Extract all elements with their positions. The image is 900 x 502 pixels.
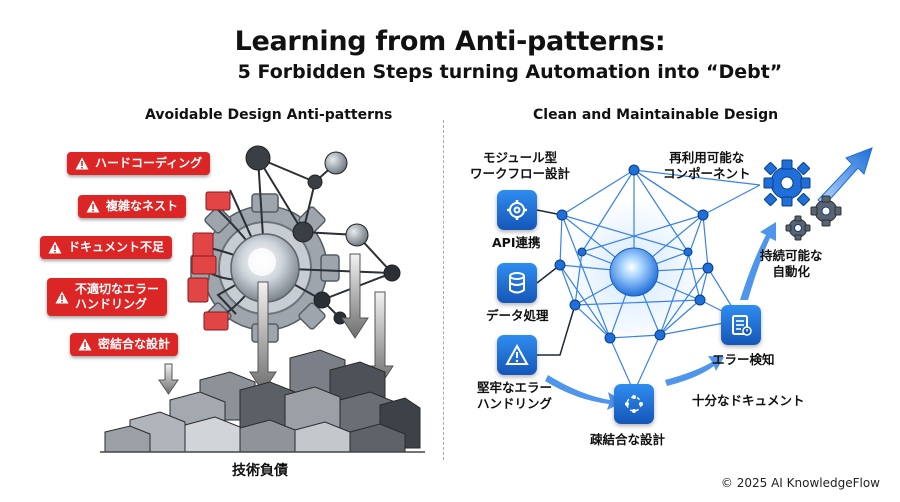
down-arrows [158, 253, 394, 395]
copyright-notice: © 2025 AI KnowledgeFlow [720, 476, 880, 490]
warning-label: 不適切なエラー ハンドリング [75, 282, 160, 311]
warning-complex-nesting: 複雑なネスト [78, 195, 187, 218]
warning-label: 密結合な設計 [98, 337, 171, 351]
warning-hardcoding: ハードコーディング [67, 152, 211, 175]
network-connections [559, 169, 761, 393]
loose-coupling-icon [614, 384, 654, 424]
network-nodes [554, 164, 714, 344]
warning-icon [75, 157, 89, 170]
documentation-label: 十分なドキュメント [692, 393, 805, 408]
technical-debt-blocks [104, 349, 421, 453]
robust-error-handling-label: 堅牢なエラー ハンドリング [477, 380, 553, 412]
warning-icon [78, 338, 92, 351]
warning-tight-coupling: 密結合な設計 [70, 333, 179, 356]
loose-coupling-label: 疎結合な設計 [590, 432, 666, 447]
reusable-components-label: 再利用可能な コンポーネント [663, 150, 751, 182]
warning-label: ハードコーディング [95, 156, 203, 170]
warning-missing-docs: ドキュメント不足 [40, 236, 173, 259]
technical-debt-label: 技術負債 [232, 463, 288, 479]
right-section-title: Clean and Maintainable Design [533, 107, 779, 123]
tangled-nodes [245, 145, 401, 325]
error-handling-icon [497, 335, 537, 375]
section-divider [443, 120, 444, 460]
data-processing-label: データ処理 [486, 308, 549, 323]
sustainable-automation-label: 持続可能な 自動化 [760, 248, 823, 280]
database-icon [509, 272, 525, 294]
modular-workflow-label: モジュール型 ワークフロー設計 [470, 150, 571, 182]
error-detection-label: エラー検知 [712, 352, 775, 367]
warning-icon [86, 200, 100, 213]
document-alert-icon [732, 315, 752, 336]
flow-arrows [545, 222, 776, 410]
left-section-title: Avoidable Design Anti-patterns [145, 107, 393, 123]
warning-icon [505, 343, 529, 365]
gears-icon [763, 159, 842, 241]
error-detection-icon [721, 305, 761, 345]
warning-icon [55, 291, 69, 303]
gear-icon [507, 200, 527, 220]
api-integration-label: API連携 [492, 235, 541, 250]
warning-error-handling: 不適切なエラー ハンドリング [47, 278, 168, 316]
subtitle: 5 Forbidden Steps turning Automation int… [237, 61, 783, 83]
warning-icon [48, 241, 62, 254]
warning-label: 複雑なネスト [106, 199, 179, 213]
loose-coupling-nodes-icon [625, 395, 643, 413]
data-processing-icon [497, 263, 537, 303]
api-integration-icon [497, 190, 537, 230]
red-connectors [187, 191, 231, 331]
warning-label: ドキュメント不足 [68, 240, 165, 254]
main-title: Learning from Anti-patterns: [234, 26, 666, 57]
